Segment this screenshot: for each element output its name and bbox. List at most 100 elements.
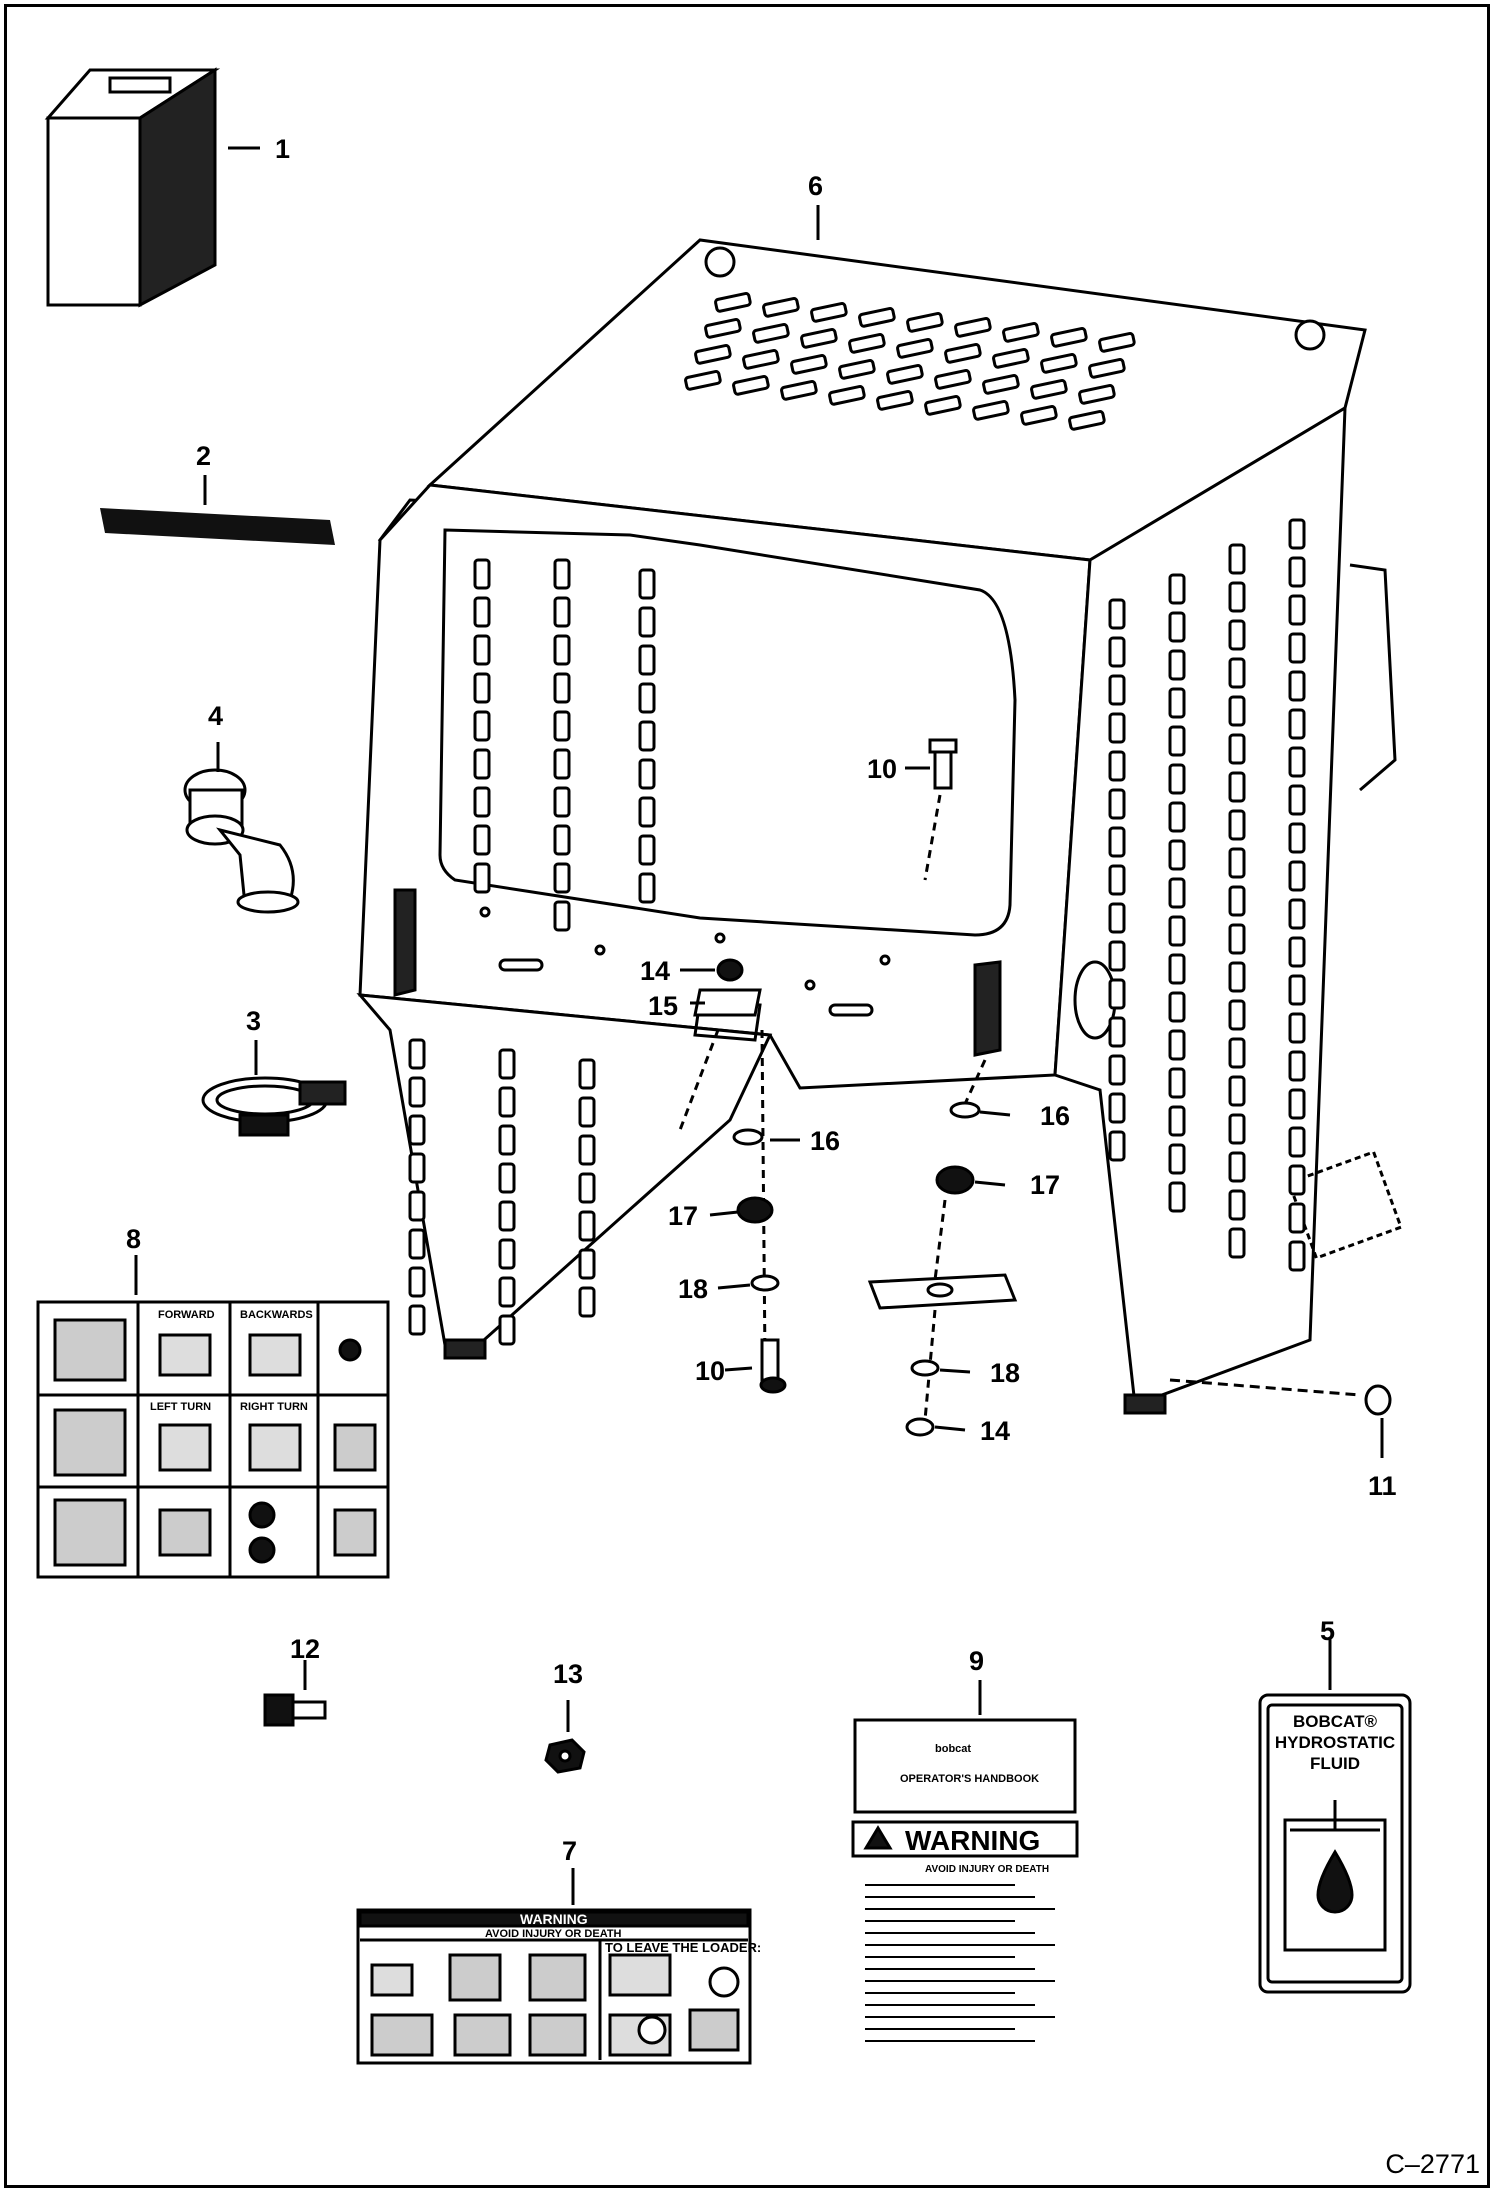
part-1-box bbox=[44, 67, 221, 308]
roof-vent-slot bbox=[838, 358, 876, 380]
side-vent-slot bbox=[1108, 750, 1126, 782]
side-vent-slot bbox=[1288, 746, 1306, 778]
roof-vent-slot bbox=[1068, 409, 1106, 431]
roof-vent-slot bbox=[810, 301, 848, 323]
side-vent-slot bbox=[553, 596, 571, 628]
side-vent-slot bbox=[408, 1228, 426, 1260]
roof-vent-slot bbox=[800, 327, 838, 349]
side-vent-slot bbox=[1168, 1029, 1186, 1061]
side-vent-slot bbox=[553, 824, 571, 856]
side-vent-slot bbox=[1108, 940, 1126, 972]
side-vent-slot bbox=[553, 748, 571, 780]
side-vent-slot bbox=[1108, 636, 1126, 668]
callout-4: 4 bbox=[208, 701, 223, 731]
side-vent-slot bbox=[578, 1210, 596, 1242]
side-vent-slot bbox=[498, 1124, 516, 1156]
roof-vent-slot bbox=[972, 399, 1010, 421]
callout-5: 5 bbox=[1320, 1616, 1335, 1646]
side-vent-slot bbox=[473, 558, 491, 590]
side-vent-slot bbox=[498, 1276, 516, 1308]
side-vent-slot bbox=[408, 1152, 426, 1184]
callout-12: 12 bbox=[290, 1634, 320, 1664]
side-vent-slot bbox=[1108, 712, 1126, 744]
side-vent-slot bbox=[1228, 1151, 1246, 1183]
roof-vent-slot bbox=[954, 316, 992, 338]
roof-vent-slot bbox=[714, 291, 752, 313]
decal-5-line1: BOBCAT® bbox=[1293, 1712, 1377, 1731]
roof-vent-slot bbox=[982, 373, 1020, 395]
side-vent-slot bbox=[578, 1248, 596, 1280]
side-vent-slot bbox=[1168, 991, 1186, 1023]
roof-vent-slot bbox=[1088, 357, 1126, 379]
side-vent-slot bbox=[1168, 1181, 1186, 1213]
side-vent-slot bbox=[578, 1172, 596, 1204]
side-vent-slot bbox=[473, 672, 491, 704]
roof-vent-slot bbox=[780, 379, 818, 401]
decal-9-warning: WARNING bbox=[905, 1825, 1040, 1856]
side-vent-slot bbox=[1288, 1164, 1306, 1196]
side-vent-slot bbox=[578, 1058, 596, 1090]
side-vent-slot bbox=[1108, 788, 1126, 820]
side-vent-slot bbox=[1228, 695, 1246, 727]
callout-7: 7 bbox=[562, 1836, 577, 1866]
side-vent-slot bbox=[578, 1134, 596, 1166]
part-8-controls-decal bbox=[36, 1255, 390, 1579]
decal-9-brand: bobcat bbox=[935, 1743, 971, 1755]
side-vent-slot bbox=[1108, 1054, 1126, 1086]
side-vent-slot bbox=[1288, 632, 1306, 664]
roof-vent-slot bbox=[1098, 331, 1136, 353]
side-vent-slot bbox=[1168, 649, 1186, 681]
decal-9-handbook: OPERATOR'S HANDBOOK bbox=[900, 1773, 1039, 1785]
side-vent-slot bbox=[498, 1162, 516, 1194]
decal-7-leave: TO LEAVE THE LOADER: bbox=[605, 1940, 761, 1955]
side-vent-slot bbox=[1108, 826, 1126, 858]
side-vent-slot bbox=[1288, 518, 1306, 550]
side-vent-slot bbox=[553, 862, 571, 894]
side-vent-slot bbox=[1228, 1227, 1246, 1259]
decal-8-left-turn: LEFT TURN bbox=[150, 1401, 211, 1413]
side-vent-slot bbox=[498, 1200, 516, 1232]
decal-8-forward: FORWARD bbox=[158, 1309, 215, 1321]
side-vent-slot bbox=[1168, 1105, 1186, 1137]
roof-vent-slot bbox=[790, 353, 828, 375]
side-vent-slot bbox=[1288, 1012, 1306, 1044]
decal-8-right-turn: RIGHT TURN bbox=[240, 1401, 308, 1413]
side-vent-slot bbox=[1288, 822, 1306, 854]
side-vent-slot bbox=[1288, 898, 1306, 930]
callout-6: 6 bbox=[808, 171, 823, 201]
part-12-bolt bbox=[263, 1660, 327, 1727]
side-vent-slot bbox=[1228, 771, 1246, 803]
callout-16-left: 16 bbox=[810, 1126, 840, 1156]
roof-vent-slot bbox=[1002, 321, 1040, 343]
roof-vent-slot bbox=[1030, 378, 1068, 400]
callout-10-bottom: 10 bbox=[695, 1356, 725, 1386]
side-vent-slot bbox=[473, 748, 491, 780]
side-vent-slot bbox=[473, 786, 491, 818]
callout-8: 8 bbox=[126, 1224, 141, 1254]
part-5-fluid-decal bbox=[1258, 1638, 1412, 1994]
roof-vent-slot bbox=[694, 343, 732, 365]
callout-10-top: 10 bbox=[867, 754, 897, 784]
callout-leaders bbox=[680, 766, 1011, 1432]
side-vent-slot bbox=[638, 872, 656, 904]
page-border bbox=[4, 4, 1490, 2188]
part-4-elbow bbox=[183, 742, 300, 914]
roof-vent-slot bbox=[1050, 326, 1088, 348]
side-vent-slot bbox=[553, 786, 571, 818]
part-13-nut bbox=[544, 1700, 586, 1774]
side-vent-slot bbox=[1168, 1067, 1186, 1099]
decal-5-line2: HYDROSTATIC bbox=[1275, 1733, 1395, 1752]
side-vent-slot bbox=[1168, 725, 1186, 757]
side-vent-slot bbox=[1288, 1202, 1306, 1234]
side-vent-slot bbox=[1168, 877, 1186, 909]
side-vent-slot bbox=[408, 1038, 426, 1070]
side-vent-slot bbox=[553, 634, 571, 666]
roof-vent-slot bbox=[752, 322, 790, 344]
side-vent-slot bbox=[1228, 885, 1246, 917]
roof-vent-slot bbox=[876, 389, 914, 411]
callout-17-right: 17 bbox=[1030, 1170, 1060, 1200]
side-vent-slot bbox=[578, 1096, 596, 1128]
side-vent-slot bbox=[1108, 1092, 1126, 1124]
callout-18-left: 18 bbox=[678, 1274, 708, 1304]
